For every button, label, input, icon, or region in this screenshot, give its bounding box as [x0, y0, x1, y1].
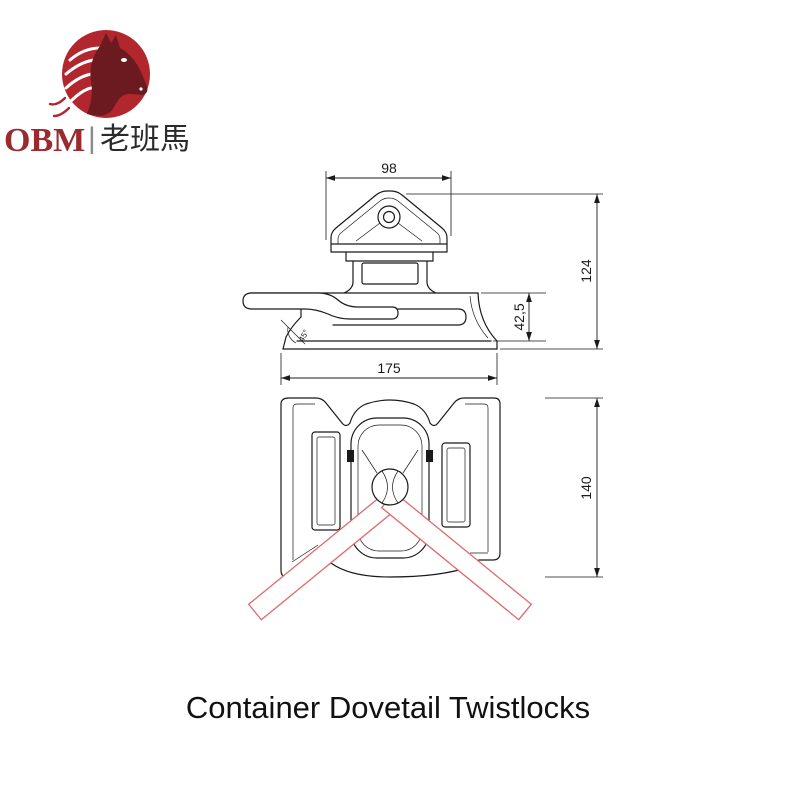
center-pivot — [371, 468, 409, 506]
product-caption: Container Dovetail Twistlocks — [185, 690, 591, 725]
left-slot — [311, 431, 341, 531]
center-pivot-seams — [381, 470, 399, 504]
dimension-plan-depth: 140 — [545, 397, 603, 578]
dimension-label: 42,5 — [511, 303, 527, 330]
handle-lever — [242, 292, 399, 320]
handle-position-right — [381, 491, 532, 621]
extension-lines — [481, 292, 546, 342]
right-slot-inner — [446, 447, 466, 523]
handle-position-left — [248, 491, 399, 621]
right-block-inner — [465, 403, 489, 552]
extension-lines — [545, 397, 603, 578]
brand-logo: OBM | 老班馬 — [4, 30, 190, 159]
center-left-notch — [347, 450, 354, 462]
dimension-base-height: 42,5 — [481, 292, 546, 342]
neck-collar — [345, 251, 434, 262]
cone-inner-outline — [337, 197, 441, 244]
right-slot — [441, 442, 471, 528]
neck-inner-window — [361, 262, 419, 285]
cone-hole — [377, 205, 401, 229]
base-handle-slot — [332, 308, 467, 326]
cone-ridge-lines — [355, 222, 423, 242]
brand-latin: OBM — [4, 122, 85, 159]
dimension-base-width: 175 — [280, 353, 498, 385]
logo-horse-head — [87, 33, 148, 116]
center-right-notch — [426, 450, 433, 462]
dimension-label: 124 — [578, 259, 594, 283]
cone-outline — [330, 190, 448, 253]
base-left-profile — [282, 308, 302, 350]
plan-view — [248, 397, 532, 621]
logo-horse-eye — [121, 58, 127, 62]
dimension-label: 175 — [377, 360, 401, 376]
extension-lines — [325, 171, 452, 240]
center-rotor-inner — [357, 424, 423, 552]
logo-mane — [64, 46, 102, 104]
dimension-label: 140 — [578, 476, 594, 500]
left-block-inner — [292, 403, 315, 560]
neck-block — [343, 260, 437, 294]
extension-lines — [406, 193, 603, 350]
horse-head-icon — [48, 30, 150, 118]
dimension-top-width: 98 — [325, 160, 452, 240]
center-rotor — [350, 417, 430, 559]
left-slot-inner — [316, 436, 336, 526]
dimension-total-height: 124 — [406, 193, 603, 350]
brand-chinese: 老班馬 — [100, 122, 190, 157]
center-guide-lines — [361, 449, 419, 474]
logo-horse-nostril — [139, 87, 143, 91]
dimension-label: 98 — [381, 160, 397, 176]
angle-reference-line — [280, 319, 306, 345]
cone-hole-inner — [382, 210, 396, 224]
base-right-flare-inner — [469, 295, 489, 339]
brand-separator: | — [88, 122, 96, 155]
logo-mane-strands — [48, 96, 71, 118]
side-view: 45° — [242, 190, 498, 350]
angle-arc — [287, 326, 297, 344]
